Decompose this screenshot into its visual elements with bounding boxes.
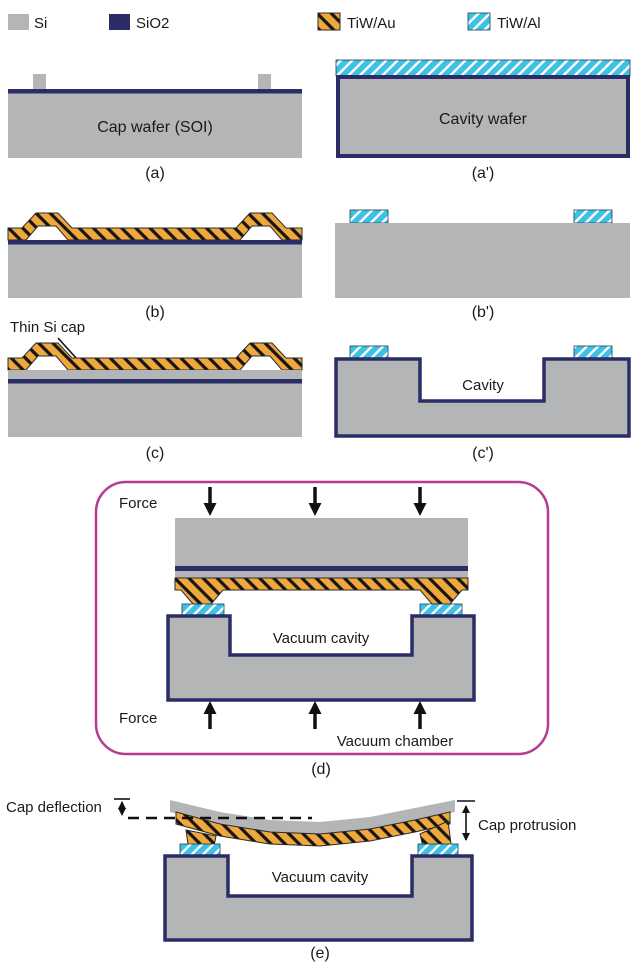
panel-a-caption: Cap wafer (SOI) <box>97 119 213 136</box>
panel-d-cavity-label: Vacuum cavity <box>273 630 370 647</box>
panel-a: Cap wafer (SOI) (a) <box>8 74 302 182</box>
panel-a-prime: Cavity wafer (a') <box>335 59 631 182</box>
legend: Si SiO2 TiW/Au TiW/Al <box>8 12 541 32</box>
panel-e: Vacuum cavity Cap deflection Cap protrus… <box>6 798 576 962</box>
panel-a-handle-wafer <box>8 93 302 158</box>
legend-label-tiw-al: TiW/Al <box>497 15 541 32</box>
legend-label-si: Si <box>34 15 47 32</box>
panel-e-cavity-wafer <box>163 854 474 942</box>
panel-c-prime-pad-left <box>349 345 389 360</box>
panel-a-label: (a) <box>145 165 165 182</box>
legend-swatch-tiw-au <box>317 12 341 31</box>
panel-d-tiw-au-layer <box>174 577 469 605</box>
panel-a-prime-wafer <box>336 75 630 158</box>
panel-d-force-bottom-label: Force <box>119 710 157 727</box>
panel-d: Force Vacuum cavity Force Vacuum chamber <box>94 480 550 778</box>
panel-b-prime-wafer <box>335 223 630 298</box>
panel-c-annotation: Thin Si cap <box>10 319 85 336</box>
panel-b-label: (b) <box>145 304 165 321</box>
panel-e-label: (e) <box>310 945 330 962</box>
panel-c-prime-caption: Cavity <box>462 377 504 394</box>
legend-swatch-si <box>8 14 29 30</box>
panel-c-prime-label: (c') <box>472 445 494 462</box>
panel-e-cavity-label: Vacuum cavity <box>272 869 369 886</box>
force-up-arrowhead <box>413 701 427 714</box>
panel-b-prime-label: (b') <box>472 304 495 321</box>
panel-d-pad-right <box>419 603 463 617</box>
panel-c-prime-wafer <box>334 357 631 438</box>
vacuum-chamber-outline <box>94 480 550 756</box>
panel-d-label: (d) <box>311 761 331 778</box>
panel-c: Thin Si cap (c) <box>7 319 303 462</box>
panel-c-label: (c) <box>146 445 165 462</box>
panel-d-pad-left <box>181 603 225 617</box>
panel-c-tiw-au-layer <box>7 342 303 371</box>
panel-e-tiw-au-layer <box>175 811 451 847</box>
panel-c-prime: Cavity (c') <box>334 345 631 462</box>
panel-b-prime-pad-left <box>349 209 389 224</box>
panel-a-standoff-bump-left <box>33 74 46 89</box>
panel-b-prime: (b') <box>335 209 630 321</box>
panel-b: (b) <box>7 212 303 321</box>
panel-e-protrusion-label: Cap protrusion <box>478 817 576 834</box>
force-down-arrowhead <box>413 503 427 516</box>
panel-b-handle-wafer <box>8 244 302 298</box>
panel-d-thin-si-cap <box>175 571 468 578</box>
force-up-arrowhead <box>203 701 217 714</box>
panel-c-thin-si-cap <box>8 370 302 379</box>
panel-e-pad-right <box>417 843 459 857</box>
legend-label-tiw-au: TiW/Au <box>347 15 396 32</box>
panel-d-buried-oxide <box>175 566 468 571</box>
force-down-arrows <box>203 487 427 516</box>
panel-c-handle-wafer <box>8 383 302 437</box>
force-down-arrowhead <box>203 503 217 516</box>
force-down-arrowhead <box>308 503 322 516</box>
panel-a-prime-caption: Cavity wafer <box>439 111 528 128</box>
panel-e-deflection-label: Cap deflection <box>6 799 102 816</box>
panel-a-buried-oxide <box>8 89 302 94</box>
panel-c-buried-oxide <box>8 379 302 384</box>
legend-label-sio2: SiO2 <box>136 15 169 32</box>
panel-b-tiw-au-layer <box>7 212 303 241</box>
panel-e-pad-left <box>179 843 221 857</box>
legend-swatch-tiw-al <box>467 12 491 31</box>
panel-d-chamber-label: Vacuum chamber <box>337 733 453 750</box>
panel-a-standoff-bump-right <box>258 74 271 89</box>
panel-c-prime-pad-right <box>573 345 613 360</box>
panel-d-force-top-label: Force <box>119 495 157 512</box>
panel-b-prime-pad-right <box>573 209 613 224</box>
force-up-arrowhead <box>308 701 322 714</box>
panel-a-prime-label: (a') <box>472 165 495 182</box>
panel-a-prime-tiw-al-film <box>335 59 631 77</box>
force-up-arrows <box>203 701 427 729</box>
legend-swatch-sio2 <box>109 14 130 30</box>
panel-d-cavity-wafer <box>166 614 476 702</box>
panel-d-cap-handle <box>175 518 468 566</box>
panel-b-buried-oxide <box>8 240 302 245</box>
panel-e-deflected-cap <box>170 800 455 834</box>
